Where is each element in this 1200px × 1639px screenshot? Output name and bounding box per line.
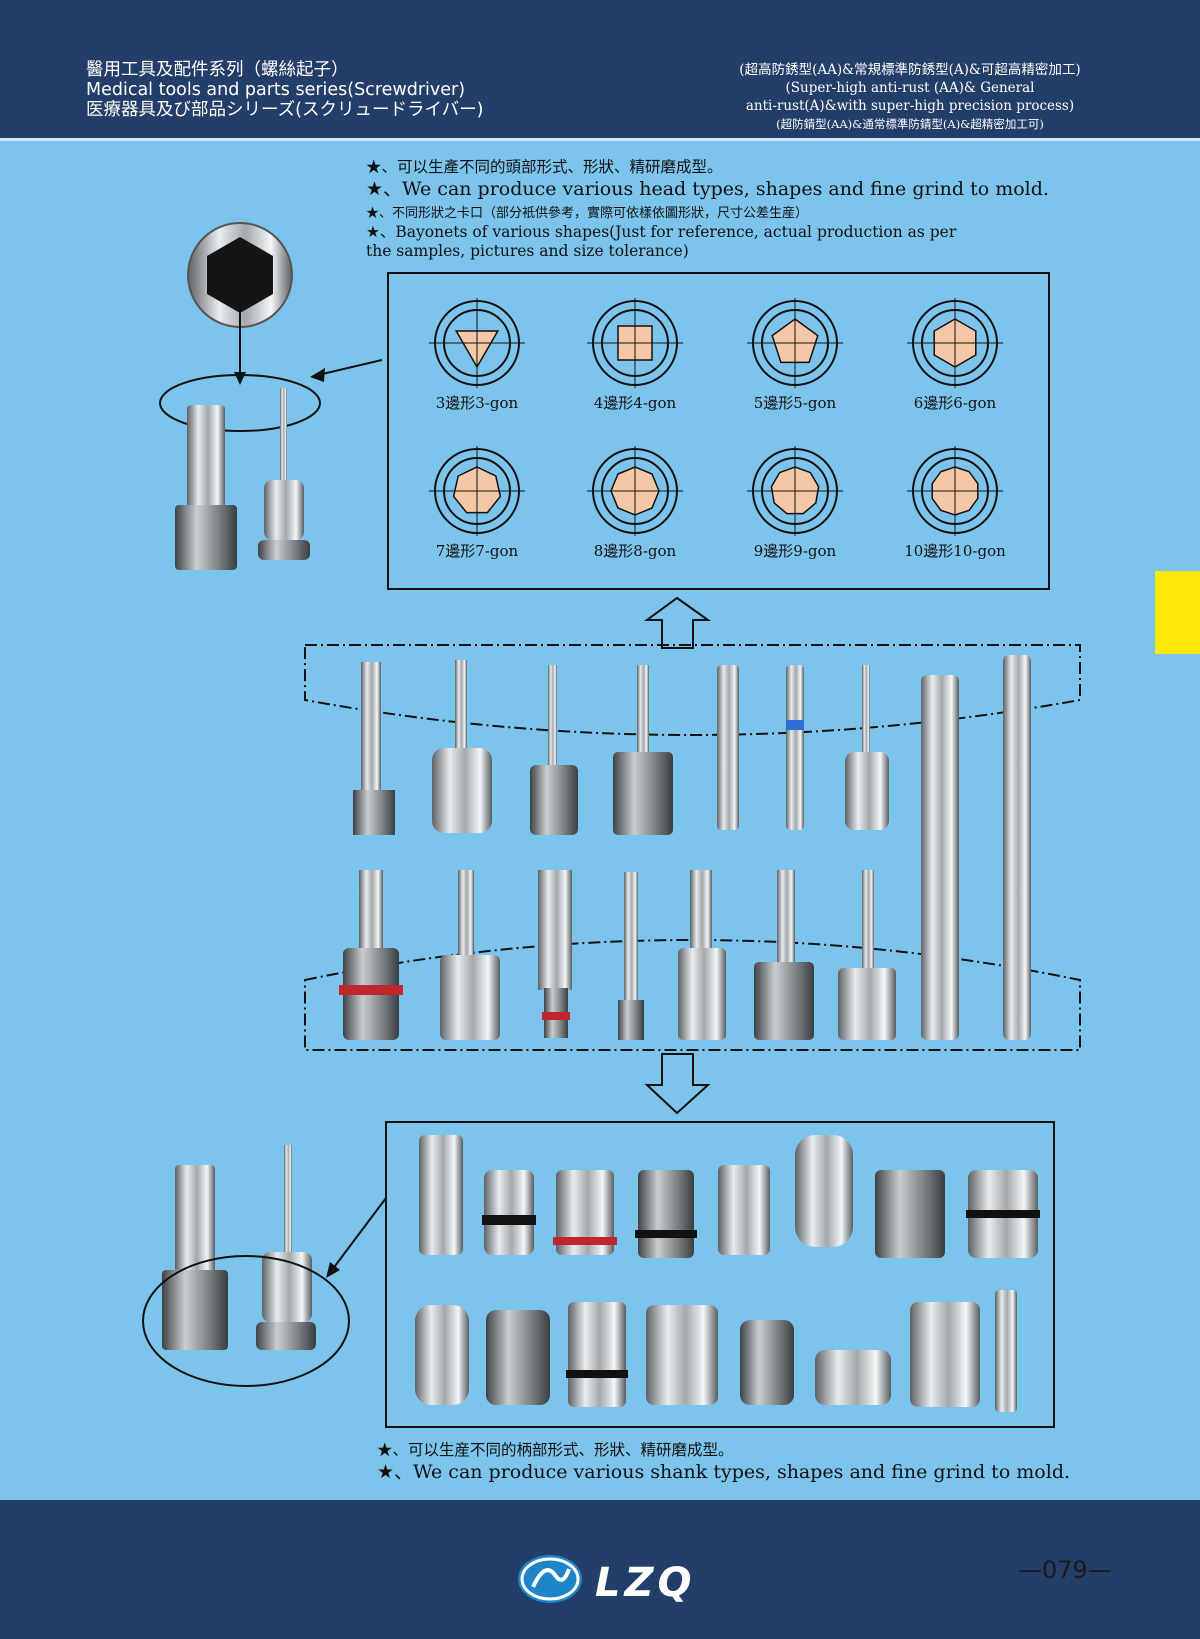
bayonet-diagram [429,446,525,536]
shank-samples-row-2 [415,1290,1017,1412]
bayonet-shape-7-gon: 7邊形7-gon [402,446,552,561]
bayonet-diagram [747,298,843,388]
bayonet-shapes-box [387,272,1050,590]
bayonet-diagram [587,446,683,536]
page-header: 醫用工具及配件系列（螺絲起子） Medical tools and parts … [0,0,1200,138]
tool-pair-top [175,388,310,570]
arrow-line-bottom [331,1197,387,1271]
down-arrow [644,1053,711,1115]
bayonet-shape-10-gon: 10邊形10-gon [880,446,1030,561]
shank-note-zh: ★、可以生産不同的柄部形式、形狀、精研磨成型。 [377,1441,734,1459]
bayonet-shape-label: 10邊形10-gon [904,542,1006,560]
grade-japanese: (超防錆型(AA)&通常標準防錆型(A)&超精密加工可) [776,117,1044,131]
head-note-zh: ★、可以生產不同的頭部形式、形狀、精研磨成型。 [366,158,723,176]
bayonet-shape-5-gon: 5邊形5-gon [720,298,870,413]
page-number: —079— [1018,1556,1112,1584]
head-notes: ★、可以生產不同的頭部形式、形狀、精研磨成型。 ★、We can produce… [366,158,1049,261]
bayonet-note-zh: ★、不同形狀之卡口（部分衹供參考，實際可依樣依圖形狀，尺寸公差生産） [366,206,809,221]
title-japanese: 医療器具及び部品シリーズ(スクリュードライバー) [86,100,484,120]
head-note-en: ★、We can produce various head types, sha… [366,178,1049,200]
detail-ellipse-bottom [142,1255,350,1387]
tools-row-1 [353,655,1031,1040]
bayonet-note-en-2: the samples, pictures and size tolerance… [366,242,689,260]
arrow-head-bottom [326,1262,340,1278]
bayonet-diagram [747,446,843,536]
head-region-frame [304,644,1081,736]
shank-samples-box [385,1121,1055,1428]
bayonet-shape-3-gon: 3邊形3-gon [402,298,552,413]
shank-samples-row-1 [419,1135,1040,1258]
bayonet-diagram [587,298,683,388]
up-arrow [643,596,712,649]
bayonet-shape-label: 6邊形6-gon [913,394,997,412]
grade-english-1: (Super-high anti-rust (AA)& General [785,80,1035,96]
arrow-line [317,359,383,376]
grade-info: (超高防銹型(AA)&常規標準防銹型(A)&可超高精密加工) (Super-hi… [660,61,1160,133]
bayonet-shape-label: 4邊形4-gon [593,394,677,412]
brand-name: LZQ [595,1560,696,1606]
bayonet-shape-label: 8邊形8-gon [593,542,677,560]
bayonet-shape-6-gon: 6邊形6-gon [880,298,1030,413]
hex-socket-closeup [187,222,293,385]
bayonet-shape-8-gon: 8邊形8-gon [560,446,710,561]
bayonet-diagram [429,298,525,388]
series-title: 醫用工具及配件系列（螺絲起子） Medical tools and parts … [86,60,483,120]
bayonet-shape-label: 3邊形3-gon [435,394,519,412]
grade-chinese: (超高防銹型(AA)&常規標準防銹型(A)&可超高精密加工) [739,62,1081,78]
tool-pair-bottom [162,1145,316,1350]
bayonet-shape-9-gon: 9邊形9-gon [720,446,870,561]
shank-note-en: ★、We can produce various shank types, sh… [377,1461,1071,1483]
title-chinese: 醫用工具及配件系列（螺絲起子） [86,60,349,80]
grade-english-2: anti-rust(A)&with super-high precision p… [745,98,1075,114]
bayonet-shape-label: 7邊形7-gon [435,542,519,560]
shank-notes: ★、可以生産不同的柄部形式、形狀、精研磨成型。 ★、We can produce… [377,1441,1070,1484]
bayonet-note-en: ★、Bayonets of various shapes(Just for re… [366,223,957,241]
bayonet-shape-label: 5邊形5-gon [753,394,837,412]
page-footer [0,1500,1200,1639]
bayonet-diagram [907,446,1003,536]
tools-row-2 [339,870,896,1040]
bayonet-shape-label: 9邊形9-gon [753,542,837,560]
arrow-head [310,368,325,382]
bayonet-shape-4-gon: 4邊形4-gon [560,298,710,413]
detail-ellipse-top [159,374,321,432]
bayonet-diagram [907,298,1003,388]
brand-logo [518,1555,582,1603]
section-tab [1155,571,1200,654]
header-divider [0,138,1200,141]
shank-region-frame [304,939,1081,1051]
title-english: Medical tools and parts series(Screwdriv… [86,80,466,100]
